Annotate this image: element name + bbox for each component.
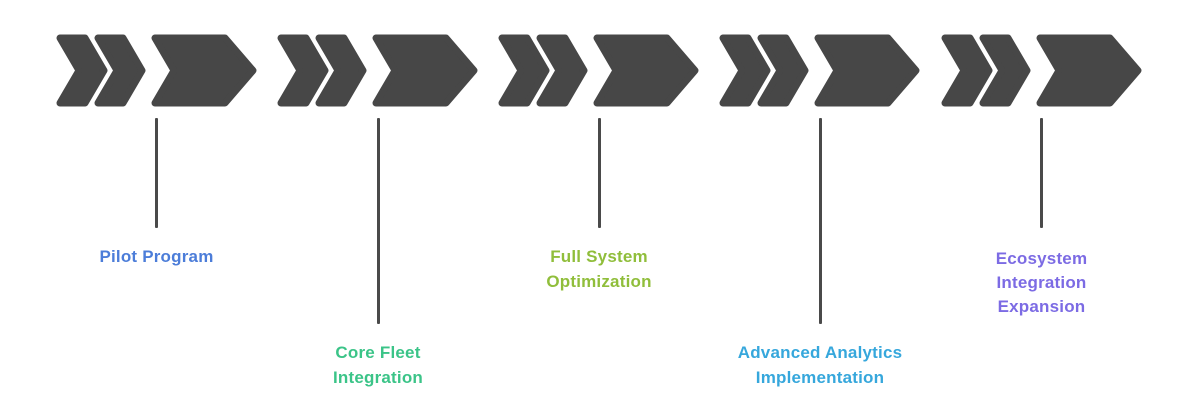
stage-label: Pilot Program <box>99 247 214 266</box>
triple-chevron-arrow-icon <box>941 34 1142 107</box>
triple-chevron-arrow-icon <box>56 34 257 107</box>
connector-line <box>597 118 601 228</box>
triple-chevron-arrow-icon <box>277 34 478 107</box>
connector-line <box>1040 118 1043 228</box>
connector-line <box>155 118 158 228</box>
stage-label: Advanced Analytics Implementation <box>737 343 903 387</box>
connector-line <box>376 118 380 324</box>
connector-line <box>818 118 822 324</box>
stage-label: Ecosystem Integration Expansion <box>995 249 1088 316</box>
stage-label: Full System Optimization <box>546 247 652 291</box>
triple-chevron-arrow-icon <box>719 34 920 107</box>
stage-label: Core Fleet Integration <box>332 343 424 387</box>
triple-chevron-arrow-icon <box>498 34 699 107</box>
